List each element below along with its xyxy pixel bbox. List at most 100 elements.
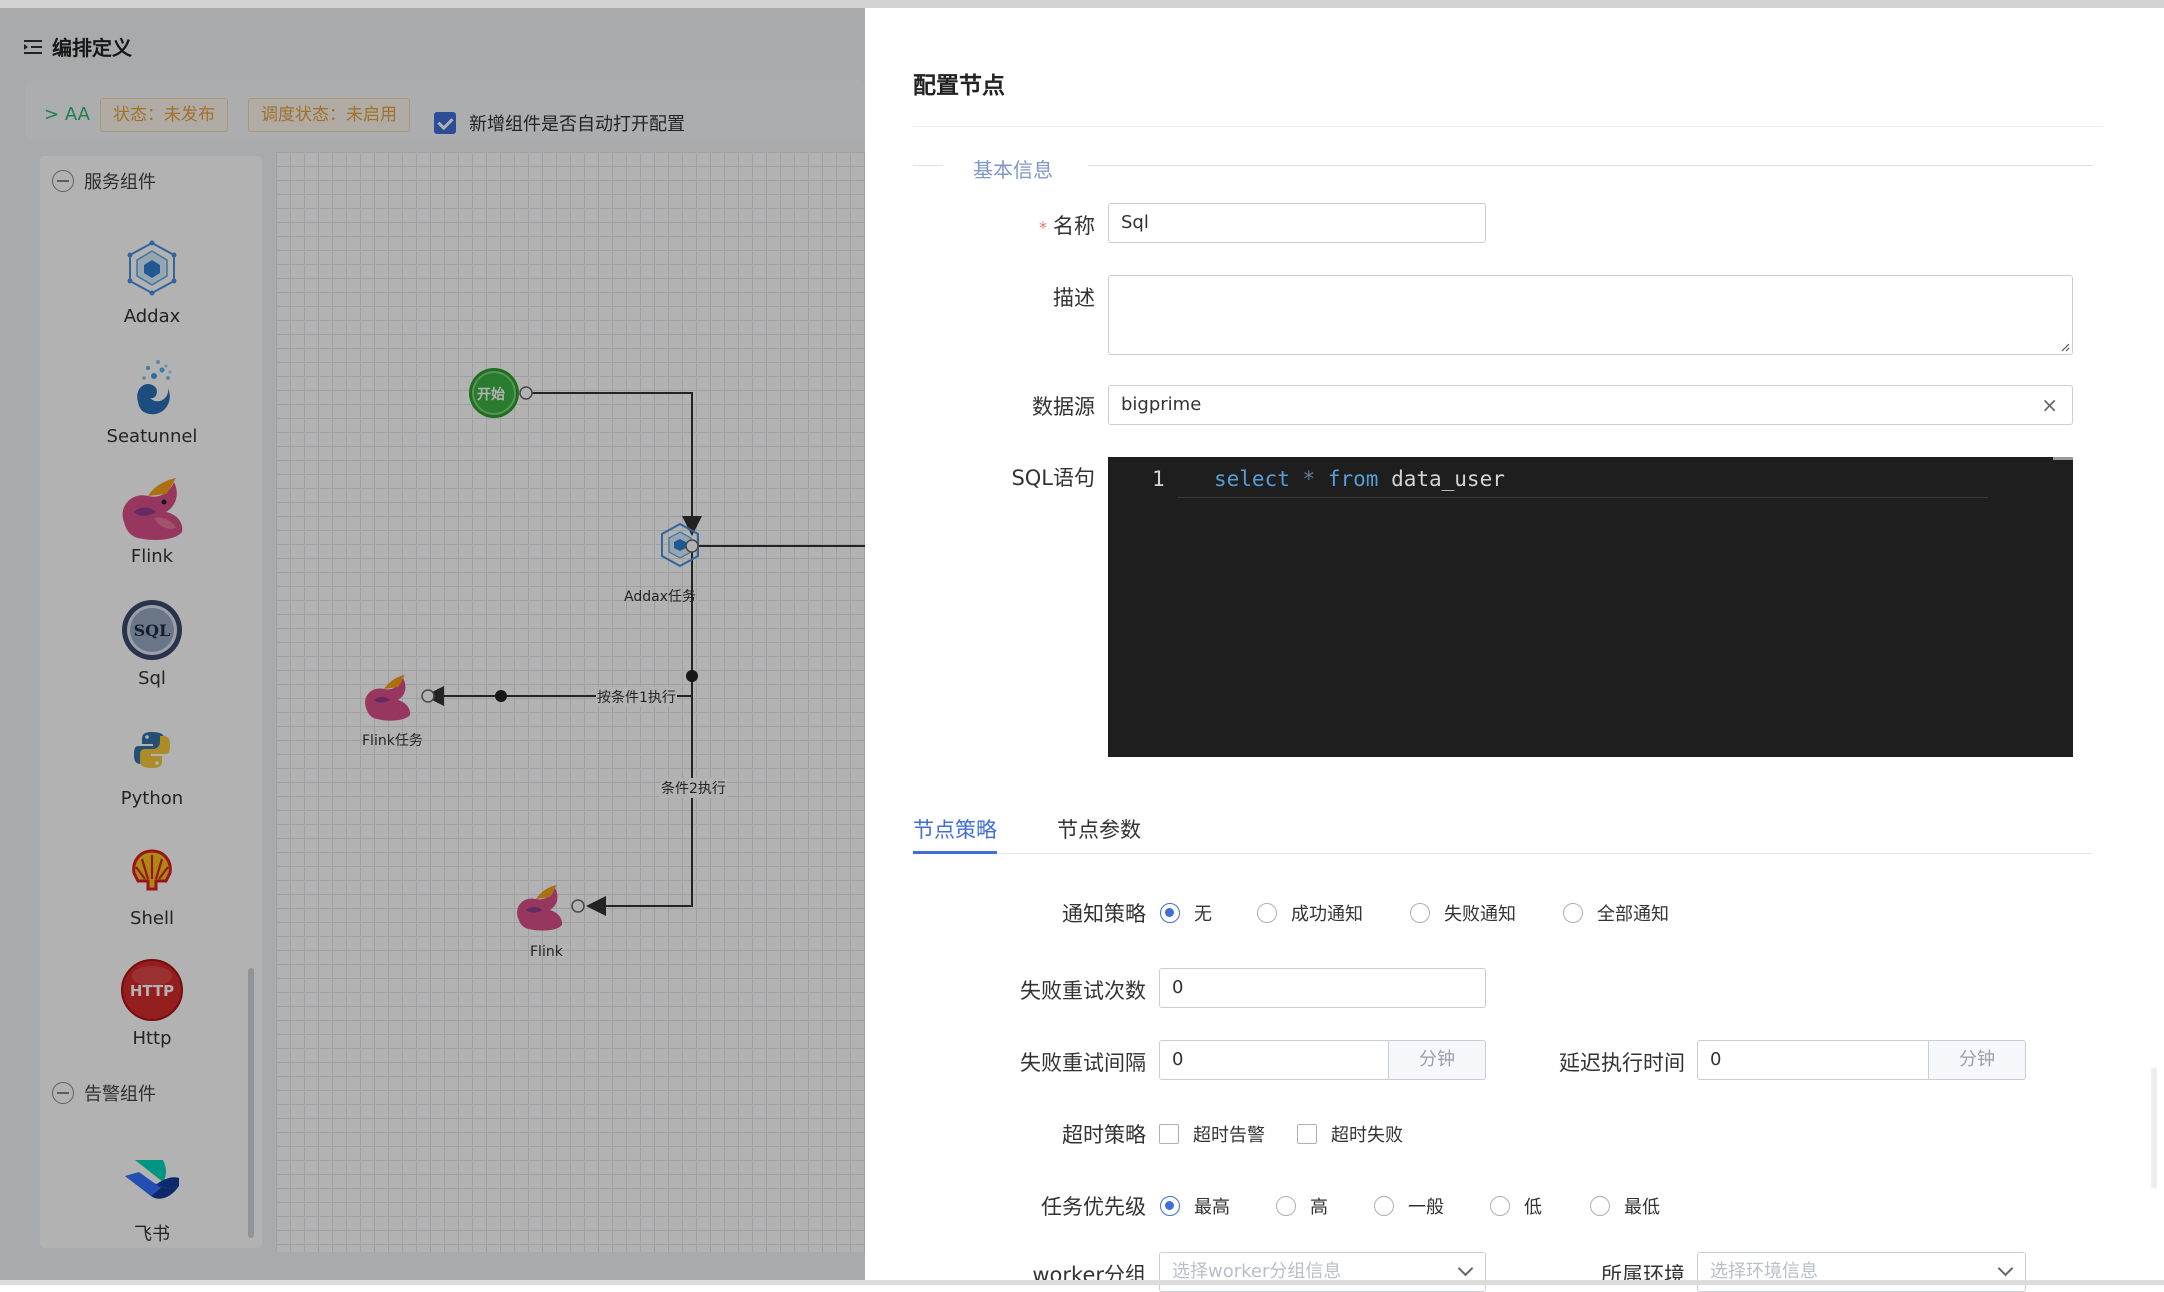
auto-open-checkbox[interactable] bbox=[434, 112, 456, 134]
line-number: 1 bbox=[1152, 467, 1165, 491]
tab-node-strategy[interactable]: 节点策略 bbox=[913, 818, 997, 842]
radio-label: 最低 bbox=[1624, 1197, 1660, 1218]
top-border bbox=[0, 0, 2164, 8]
sql-table-name: data_user bbox=[1391, 467, 1505, 491]
radio-label: 低 bbox=[1524, 1197, 1542, 1218]
alert-group-header[interactable]: 告警组件 bbox=[52, 1080, 156, 1106]
palette-item-feishu[interactable]: 飞书 bbox=[90, 1144, 214, 1246]
flink-node-label[interactable]: Flink bbox=[530, 944, 563, 960]
auto-open-label: 新增组件是否自动打开配置 bbox=[469, 114, 685, 135]
start-node bbox=[469, 368, 533, 418]
process-editor: 编排定义 > AA 状态：未发布 调度状态：未启用 新增组件是否自动打开配置 服… bbox=[0, 8, 865, 1280]
required-mark: * bbox=[1039, 218, 1047, 237]
radio-notify-failure[interactable]: 失败通知 bbox=[1410, 900, 1516, 926]
checkbox-label: 超时失败 bbox=[1331, 1125, 1403, 1146]
retry-interval-input[interactable]: 0 bbox=[1159, 1040, 1389, 1080]
radio-priority-high[interactable]: 高 bbox=[1276, 1193, 1328, 1219]
worker-group-placeholder: 选择worker分组信息 bbox=[1172, 1261, 1342, 1282]
config-drawer: 配置节点 基本信息 *名称 Sql 描述 数据源 bigprime × SQL语… bbox=[865, 8, 2164, 1292]
radio-dot bbox=[1160, 903, 1180, 923]
checkbox-timeout-fail[interactable]: 超时失败 bbox=[1297, 1121, 1403, 1147]
palette-item-http[interactable]: HTTP Http bbox=[90, 952, 214, 1049]
title-divider bbox=[913, 126, 2103, 127]
addax-out-port bbox=[685, 539, 699, 553]
clear-icon[interactable]: × bbox=[2041, 393, 2058, 417]
radio-label: 全部通知 bbox=[1597, 904, 1669, 925]
delay-input[interactable]: 0 bbox=[1697, 1040, 1929, 1080]
checkbox-timeout-alert[interactable]: 超时告警 bbox=[1159, 1121, 1265, 1147]
start-node-label[interactable]: 开始 bbox=[477, 387, 505, 403]
palette-item-addax[interactable]: Addax bbox=[90, 230, 214, 327]
palette-item-label: Shell bbox=[130, 908, 174, 929]
shell-icon bbox=[132, 849, 172, 891]
radio-priority-low[interactable]: 低 bbox=[1490, 1193, 1542, 1219]
resize-handle-icon[interactable] bbox=[2060, 342, 2070, 352]
page-title: 编排定义 bbox=[24, 32, 132, 61]
edge-label-condition2[interactable]: 条件2执行 bbox=[660, 778, 727, 798]
dag-edges bbox=[365, 368, 865, 931]
alert-group-label: 告警组件 bbox=[84, 1084, 156, 1105]
checkbox-box bbox=[1159, 1124, 1179, 1144]
edge-label-condition1[interactable]: 按条件1执行 bbox=[596, 687, 677, 707]
service-group-label: 服务组件 bbox=[84, 172, 156, 193]
radio-dot bbox=[1590, 1196, 1610, 1216]
drawer-scrollbar[interactable] bbox=[2151, 1068, 2157, 1188]
service-group-header[interactable]: 服务组件 bbox=[52, 168, 156, 194]
addax-node-label[interactable]: Addax任务 bbox=[624, 589, 696, 605]
radio-dot bbox=[1410, 903, 1430, 923]
environment-select[interactable]: 选择环境信息 bbox=[1697, 1252, 2026, 1292]
delay-unit: 分钟 bbox=[1929, 1040, 2026, 1080]
desc-textarea[interactable] bbox=[1108, 275, 2073, 355]
radio-label: 失败通知 bbox=[1444, 904, 1516, 925]
feishu-icon bbox=[125, 1160, 179, 1199]
radio-label: 成功通知 bbox=[1291, 904, 1363, 925]
chevron-down-icon bbox=[1457, 1260, 1474, 1277]
palette-item-label: Python bbox=[120, 788, 184, 809]
tab-node-params[interactable]: 节点参数 bbox=[1057, 818, 1141, 842]
radio-dot bbox=[1276, 1196, 1296, 1216]
addax-node bbox=[661, 522, 699, 568]
retry-interval-label: 失败重试间隔 bbox=[1020, 1051, 1146, 1075]
palette-item-seatunnel[interactable]: Seatunnel bbox=[90, 350, 214, 447]
palette-item-python[interactable]: Python bbox=[90, 712, 214, 809]
radio-priority-medium[interactable]: 一般 bbox=[1374, 1193, 1444, 1219]
palette-item-label: Addax bbox=[123, 306, 181, 327]
editor-scroll-indicator bbox=[2053, 457, 2073, 460]
palette-item-label: Http bbox=[132, 1028, 172, 1049]
flink-icon bbox=[122, 478, 183, 540]
radio-label: 高 bbox=[1310, 1197, 1328, 1218]
delay-label: 延迟执行时间 bbox=[1559, 1051, 1685, 1075]
sql-code-editor[interactable]: 1 select * from data_user bbox=[1108, 457, 2073, 757]
dag-canvas[interactable]: 开始 Addax任务 Flink任务 Flink 按条件1执行 条件2执行 bbox=[276, 152, 865, 1252]
palette-item-sql[interactable]: SQL Sql bbox=[90, 592, 214, 689]
priority-label: 任务优先级 bbox=[1041, 1195, 1146, 1219]
checkbox-label: 超时告警 bbox=[1193, 1125, 1265, 1146]
name-input[interactable]: Sql bbox=[1108, 203, 1486, 243]
timeout-label: 超时策略 bbox=[1062, 1123, 1146, 1147]
breadcrumb[interactable]: > AA bbox=[44, 104, 90, 125]
http-icon: HTTP bbox=[121, 959, 183, 1021]
retry-count-input[interactable]: 0 bbox=[1159, 968, 1486, 1008]
palette-item-flink[interactable]: Flink bbox=[90, 470, 214, 567]
radio-notify-success[interactable]: 成功通知 bbox=[1257, 900, 1363, 926]
radio-notify-all[interactable]: 全部通知 bbox=[1563, 900, 1669, 926]
radio-priority-lowest[interactable]: 最低 bbox=[1590, 1193, 1660, 1219]
palette-scrollbar[interactable] bbox=[248, 968, 254, 1238]
checkbox-box bbox=[1297, 1124, 1317, 1144]
radio-priority-highest[interactable]: 最高 bbox=[1160, 1193, 1230, 1219]
chevron-right-icon: > bbox=[44, 104, 65, 125]
radio-dot bbox=[1160, 1196, 1180, 1216]
datasource-select[interactable]: bigprime × bbox=[1108, 385, 2073, 425]
radio-dot bbox=[1257, 903, 1277, 923]
radio-notify-none[interactable]: 无 bbox=[1160, 900, 1212, 926]
flink-node bbox=[517, 885, 563, 931]
svg-text:HTTP: HTTP bbox=[130, 982, 174, 1000]
flink-task-node-label[interactable]: Flink任务 bbox=[362, 733, 423, 749]
component-palette bbox=[40, 156, 262, 1248]
radio-label: 无 bbox=[1194, 904, 1212, 925]
name-label-text: 名称 bbox=[1053, 214, 1095, 238]
worker-group-select[interactable]: 选择worker分组信息 bbox=[1159, 1252, 1486, 1292]
drawer-mask[interactable] bbox=[0, 8, 865, 1280]
datasource-label: 数据源 bbox=[1032, 395, 1095, 419]
palette-item-shell[interactable]: Shell bbox=[90, 832, 214, 929]
